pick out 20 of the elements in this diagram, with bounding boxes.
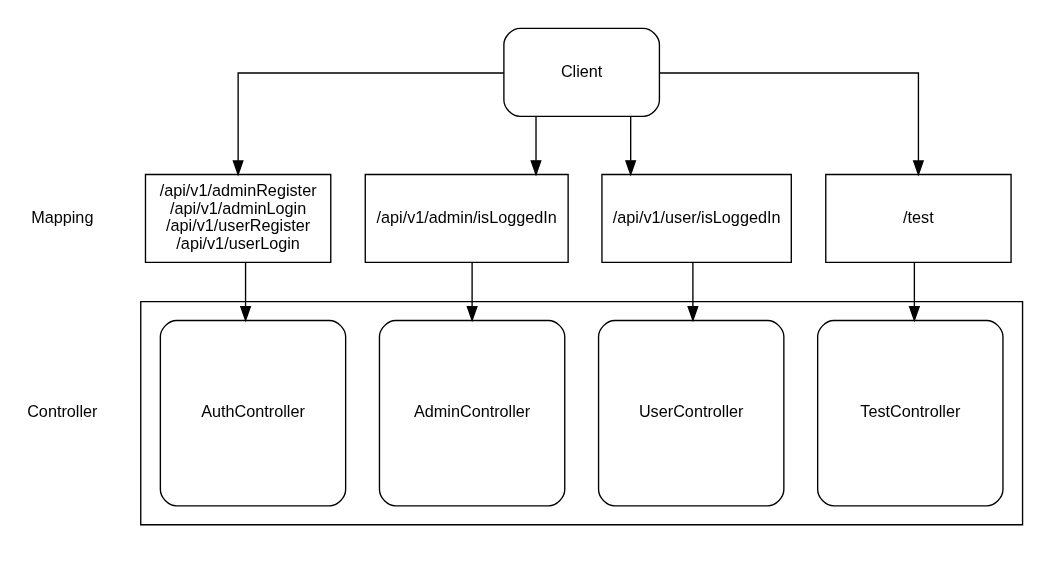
node-box: /api/v1/adminRegister /api/v1/adminLogin /api/v1/userRegister /api/v1/userLogin (144, 173, 332, 264)
arrow (687, 261, 699, 323)
node-box: /api/v1/admin/isLoggedIn (364, 173, 569, 264)
arrow (659, 72, 925, 177)
arrow (908, 261, 921, 323)
label: Mapping (31, 207, 94, 226)
arrow (239, 261, 252, 323)
node-box: /test (825, 173, 1012, 264)
label: Controller (27, 402, 98, 421)
node-box: /api/v1/user/isLoggedIn (601, 173, 792, 264)
arrow (232, 72, 505, 177)
node-box: AdminController (378, 319, 566, 507)
cluster (140, 300, 1024, 526)
arrow (625, 115, 637, 177)
arrow (530, 115, 542, 177)
node-box: UserController (597, 319, 785, 507)
node-box: AuthController (159, 319, 347, 507)
node-box: TestController (817, 319, 1004, 507)
arrow (466, 261, 478, 323)
node-box: Client (503, 27, 661, 117)
